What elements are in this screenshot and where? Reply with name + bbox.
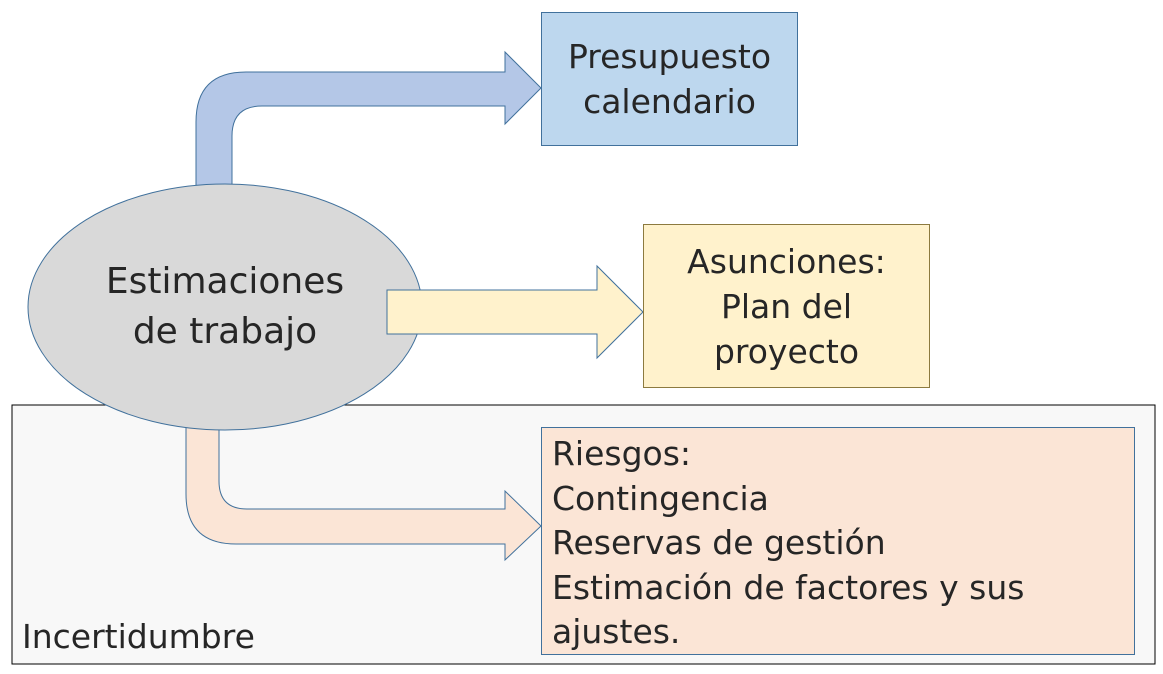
work-estimates-label: Estimaciones de trabajo (28, 184, 422, 430)
arrow-to-budget (195, 50, 542, 191)
risks-line-5: ajustes. (552, 612, 681, 652)
budget-line-2: calendario (583, 82, 756, 121)
assumptions-line-2: Plan del (720, 286, 853, 326)
risks-line-1: Riesgos: (552, 434, 692, 473)
risks-line-4: Estimación de factores y sus (552, 567, 1025, 607)
risks-line-3: Reservas de gestión (552, 523, 886, 563)
budget-schedule-box: Presupuesto calendario (541, 12, 798, 146)
arrow-to-risks (185, 419, 542, 562)
assumptions-line-1: Asunciones: (687, 241, 886, 281)
work-estimates-line-2: de trabajo (132, 311, 318, 352)
risks-line-2: Contingencia (552, 478, 769, 518)
assumptions-line-3: proyecto (713, 331, 860, 371)
arrow-to-assumptions (386, 264, 644, 360)
work-estimates-line-1: Estimaciones (105, 261, 345, 302)
risks-box: Riesgos: Contingencia Reservas de gestió… (541, 427, 1135, 655)
assumptions-box: Asunciones: Plan del proyecto (643, 224, 930, 388)
uncertainty-label: Incertidumbre (22, 617, 255, 656)
budget-line-1: Presupuesto (567, 37, 772, 76)
